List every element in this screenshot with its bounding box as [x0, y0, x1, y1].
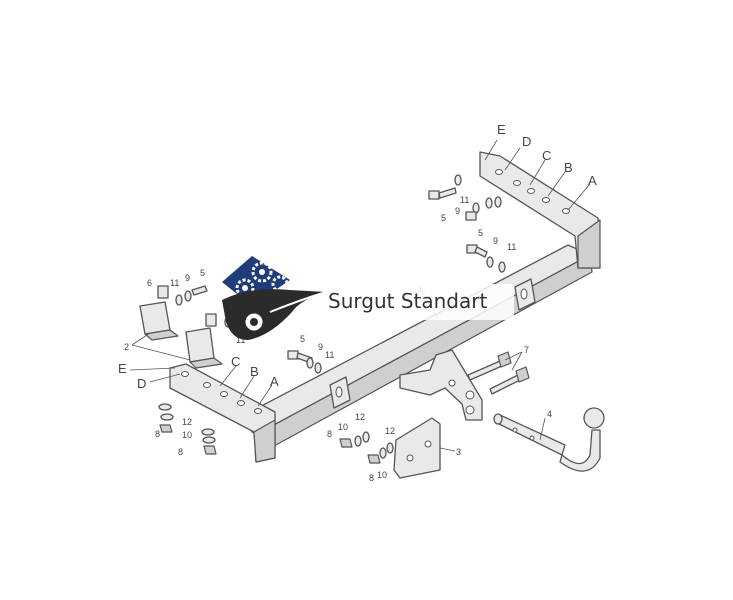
label-part-8-b: 8: [369, 473, 374, 483]
label-part-9-d: 9: [318, 342, 323, 352]
left-side-plate: [169, 363, 276, 463]
label-part-8-d: 8: [178, 447, 183, 457]
label-right-b: B: [564, 160, 573, 175]
label-part-12-b: 12: [385, 426, 395, 436]
label-part-8-c: 8: [155, 429, 160, 439]
label-left-a: A: [270, 374, 279, 389]
label-part-5-c: 5: [200, 268, 205, 278]
right-side-plate: [479, 151, 601, 269]
watermark-logo: Surgut Standart: [222, 256, 514, 340]
label-part-11-a: 11: [460, 195, 469, 205]
label-part-3: 3: [456, 447, 461, 457]
label-part-12-c: 12: [182, 417, 192, 427]
label-part-5-d: 5: [300, 334, 305, 344]
label-part-6: 6: [147, 278, 152, 288]
label-part-9-a: 9: [455, 206, 460, 216]
leader-lines: [129, 139, 591, 452]
label-part-10-a: 10: [338, 422, 348, 432]
label-part-9-b: 9: [493, 236, 498, 246]
label-part-5-a: 5: [441, 213, 446, 223]
left-brackets: [139, 301, 223, 369]
crossbar-beam: [249, 244, 593, 447]
part-labels: 1 2 3 4 5 5 5 5 6 7 8 8 8 8 9 9 9 9 10 1…: [118, 122, 597, 483]
label-right-e: E: [497, 122, 506, 137]
label-part-11-e: 11: [325, 350, 334, 360]
label-left-b: B: [250, 364, 259, 379]
label-left-d: D: [137, 376, 146, 391]
label-part-11-b: 11: [507, 242, 516, 252]
label-left-c: C: [231, 354, 240, 369]
label-part-10-c: 10: [182, 430, 192, 440]
long-bolts: [467, 351, 530, 395]
label-part-8-a: 8: [327, 429, 332, 439]
label-right-a: A: [588, 173, 597, 188]
label-part-11-d: 11: [236, 335, 245, 345]
label-right-d: D: [522, 134, 531, 149]
label-part-11-c: 11: [170, 278, 179, 288]
label-part-7: 7: [524, 345, 529, 355]
socket-plate: [393, 417, 441, 479]
label-part-5-b: 5: [478, 228, 483, 238]
watermark-text: Surgut Standart: [328, 289, 487, 313]
tow-ball: [493, 407, 605, 472]
label-part-9-c: 9: [185, 273, 190, 283]
label-part-4: 4: [547, 409, 552, 419]
label-right-c: C: [542, 148, 551, 163]
label-part-12-a: 12: [355, 412, 365, 422]
label-part-10-b: 10: [377, 470, 387, 480]
label-part-2: 2: [124, 342, 129, 352]
gear-icon: [251, 261, 273, 283]
label-left-e: E: [118, 361, 127, 376]
